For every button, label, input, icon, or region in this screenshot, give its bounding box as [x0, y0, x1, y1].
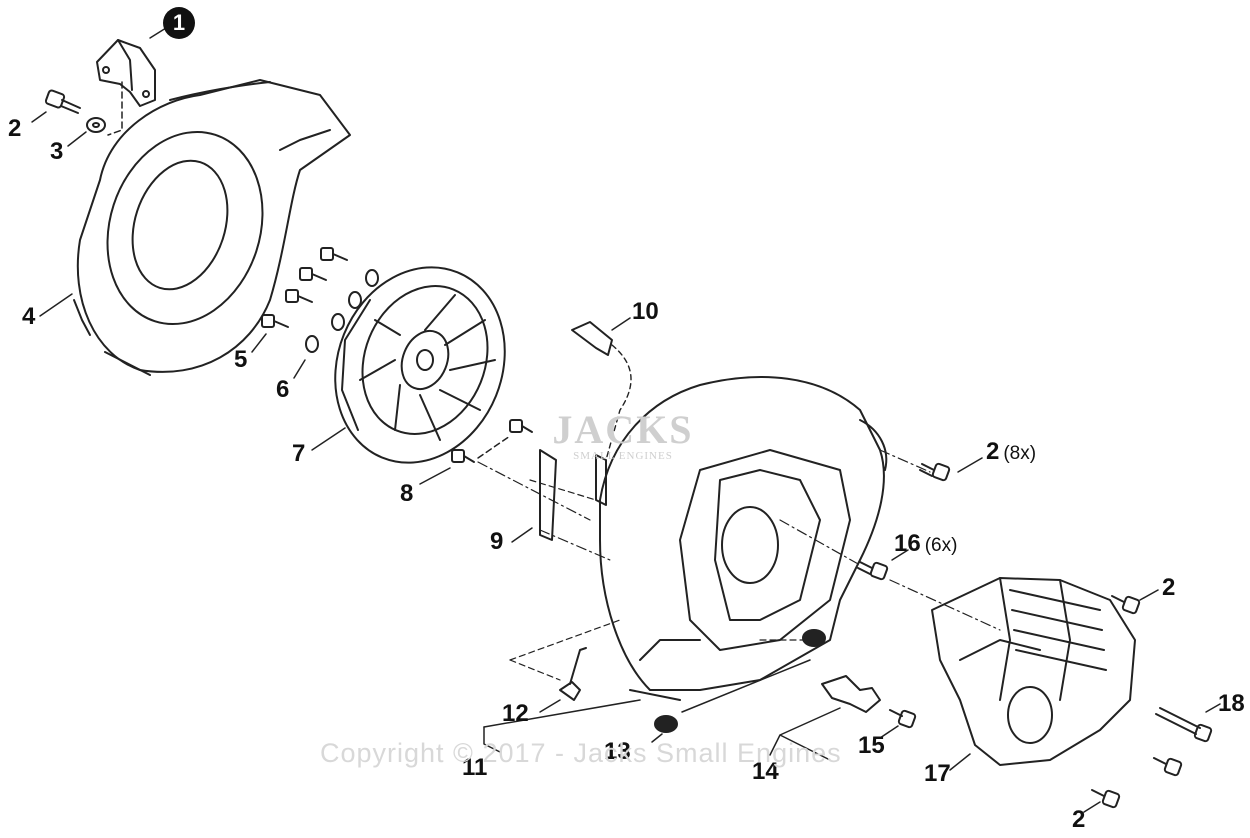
callout-4: 4	[22, 303, 36, 330]
fan-impeller-part	[334, 266, 506, 464]
callout-11: 11	[462, 754, 488, 781]
callout-13: 13	[604, 738, 631, 765]
grommet-part-13	[654, 629, 826, 733]
strip-part-9	[529, 449, 611, 561]
callout-15: 15	[858, 732, 885, 759]
screws-part-8	[451, 419, 533, 463]
callout-2-right: 2	[1162, 574, 1176, 601]
callout-3: 3	[50, 138, 64, 165]
callout-2-bottom: 2	[1072, 806, 1086, 833]
callout-5: 5	[234, 346, 248, 373]
callout-7: 7	[292, 440, 306, 467]
callout-12: 12	[502, 700, 529, 727]
callout-8: 8	[400, 480, 414, 507]
callout-2-8x: 2(8x)	[986, 438, 1037, 465]
washers-part-6	[305, 269, 379, 353]
callout-16-6x: 16(6x)	[894, 530, 958, 557]
watermark-logo: JACKS SMALL ENGINES	[552, 407, 694, 463]
clip-part-14	[821, 675, 881, 713]
callout-18: 18	[1218, 690, 1245, 717]
fan-cover-part	[73, 79, 351, 376]
nozzle-part-12	[559, 647, 587, 701]
sensor-part-10	[571, 321, 632, 461]
washer-part	[86, 117, 106, 133]
watermark-copyright: Copyright © 2017 - Jacks Small Engines	[320, 738, 842, 768]
bracket-part	[96, 39, 156, 136]
bolt-part-18	[1155, 707, 1213, 743]
callout-badge-1: 1	[163, 7, 195, 39]
callout-9: 9	[490, 528, 504, 555]
screw-part-16	[857, 561, 889, 581]
callout-10: 10	[632, 298, 659, 325]
callout-2: 2	[8, 115, 22, 142]
screw-part-2-right	[1111, 595, 1141, 615]
screw-part-2-8x	[919, 462, 951, 482]
screws-part-5	[261, 247, 348, 328]
callout-6: 6	[276, 376, 290, 403]
screw-part-15	[889, 709, 917, 729]
callout-17: 17	[924, 760, 951, 787]
screw-part-2-bottom	[1091, 757, 1183, 809]
shroud-part-17	[931, 577, 1136, 766]
screw-part	[44, 89, 81, 114]
callout-14: 14	[752, 758, 779, 785]
